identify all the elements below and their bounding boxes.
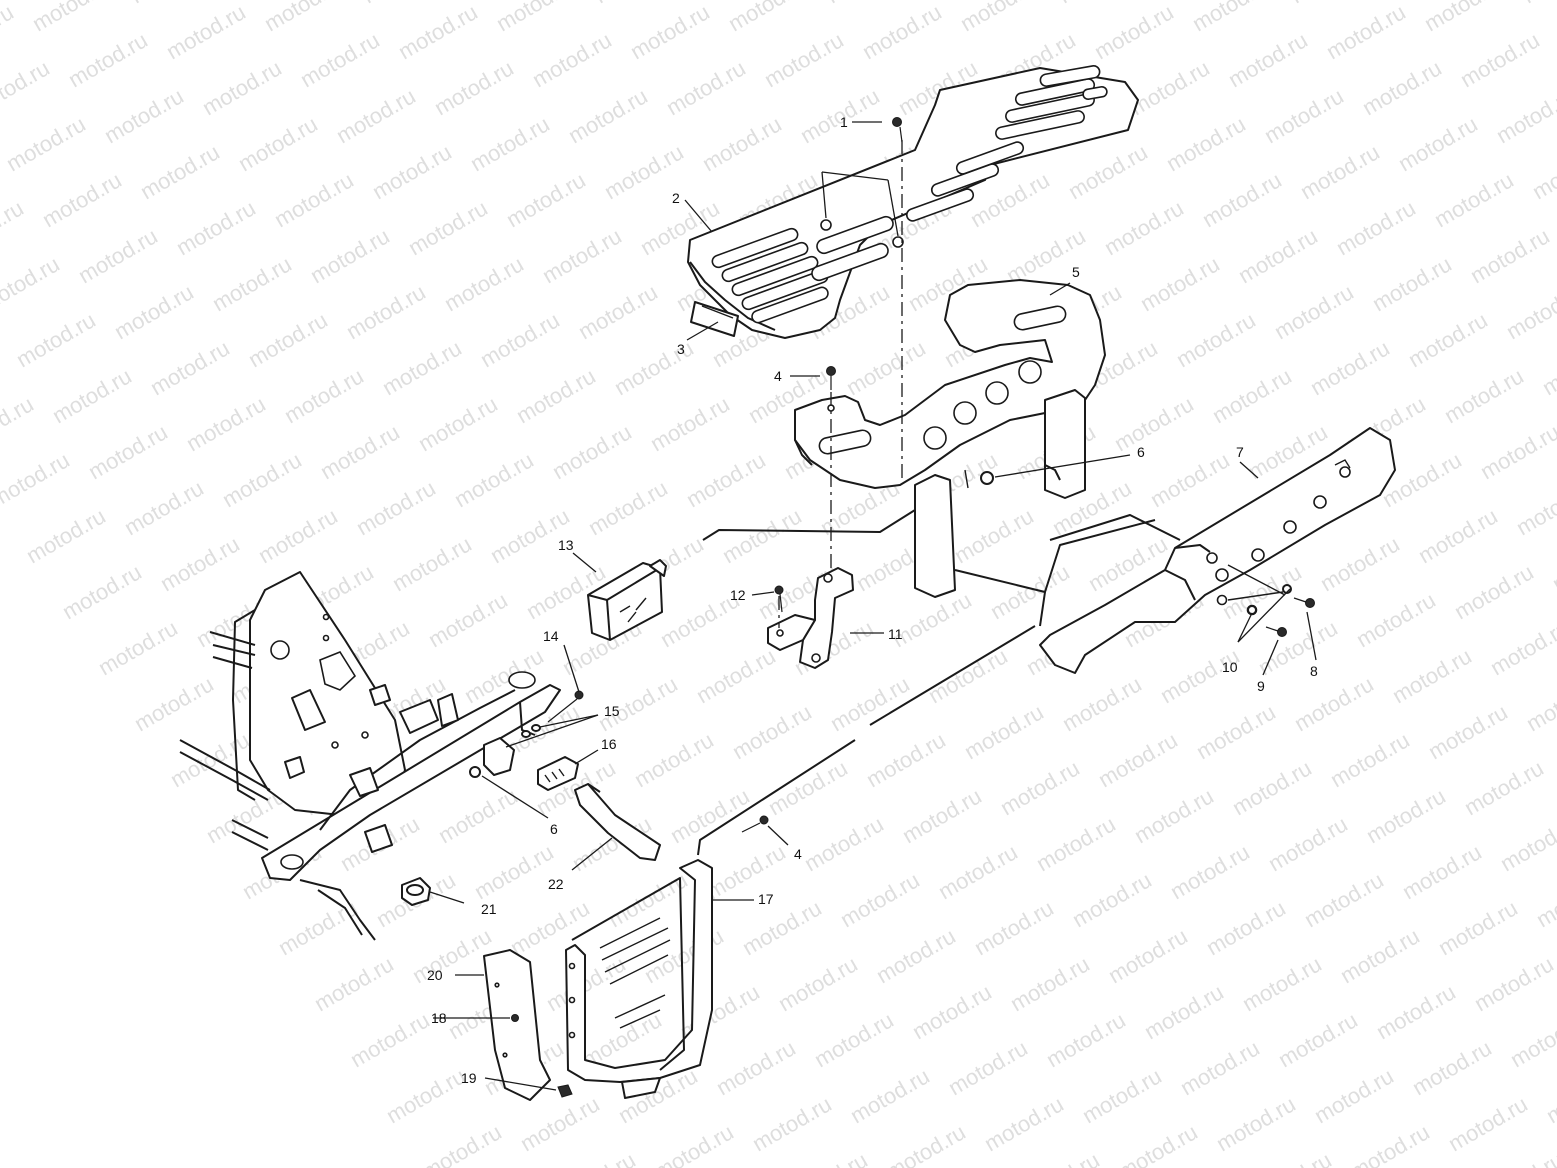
part-bolt-8 <box>1293 597 1315 608</box>
callout-1: 1 <box>840 114 848 130</box>
part-bolt-4-upper <box>826 366 836 390</box>
callout-3: 3 <box>677 341 685 357</box>
part-bolt-14 <box>547 690 584 723</box>
callout-16: 16 <box>601 736 617 752</box>
callout-5: 5 <box>1072 264 1080 280</box>
assembly-lines <box>697 140 1286 856</box>
part-bolt-1 <box>892 117 903 143</box>
callout-6: 6 <box>1137 444 1145 460</box>
part-washers-15 <box>521 724 541 738</box>
callout-4-lower: 4 <box>794 846 802 862</box>
callout-14: 14 <box>543 628 559 644</box>
part-spacer-16 <box>537 756 579 791</box>
rack-slots-left <box>711 215 894 324</box>
part-chassis <box>179 571 561 941</box>
callout-21: 21 <box>481 901 497 917</box>
part-bolt-9 <box>1265 626 1287 637</box>
part-nut-19 <box>557 1084 573 1098</box>
callout-2: 2 <box>672 190 680 206</box>
callout-leaders <box>429 121 1317 1091</box>
part-reflector <box>690 301 739 337</box>
callout-9: 9 <box>1257 678 1265 694</box>
callout-labels: 1 2 3 4 5 6 7 8 9 10 11 12 13 14 15 16 6… <box>427 114 1318 1086</box>
part-tube-22 <box>574 783 661 861</box>
part-rear-bumper <box>1039 427 1396 674</box>
callout-18: 18 <box>431 1010 447 1026</box>
part-bolt-12 <box>774 585 784 613</box>
rack-slots-right <box>905 65 1108 222</box>
callout-4: 4 <box>774 368 782 384</box>
part-mudflap <box>483 949 551 1101</box>
part-tail-light <box>587 559 667 641</box>
callout-12: 12 <box>730 587 746 603</box>
part-bumper-bracket <box>767 567 854 669</box>
part-bolt-18 <box>511 1014 519 1022</box>
part-bolt-4-lower <box>741 815 769 833</box>
part-mudflap-bracket <box>565 859 713 1099</box>
callout-22: 22 <box>548 876 564 892</box>
callout-7: 7 <box>1236 444 1244 460</box>
callout-13: 13 <box>558 537 574 553</box>
part-nut-6-upper <box>980 471 994 485</box>
callout-6-lower: 6 <box>550 821 558 837</box>
callout-19: 19 <box>461 1070 477 1086</box>
part-nut-6-lower <box>469 766 481 778</box>
part-bushing-21 <box>401 877 431 906</box>
callout-20: 20 <box>427 967 443 983</box>
part-rack-frame <box>794 279 1106 598</box>
part-upper-rack <box>687 65 1139 339</box>
callout-8: 8 <box>1310 663 1318 679</box>
callout-11: 11 <box>888 626 903 642</box>
part-clamp-block <box>483 737 515 776</box>
callout-15: 15 <box>604 703 620 719</box>
callout-17: 17 <box>758 891 774 907</box>
callout-10: 10 <box>1222 659 1238 675</box>
